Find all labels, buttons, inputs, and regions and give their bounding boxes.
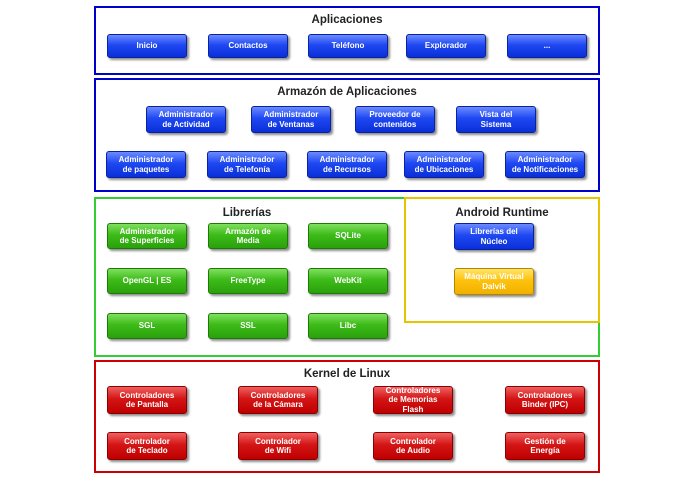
fw-proveedor-contenidos[interactable]: Proveedor de contenidos: [355, 106, 435, 133]
rt-librerias-nucleo[interactable]: Librerías del Núcleo: [454, 223, 534, 250]
kernel-controladores-camara[interactable]: Controladores de la Cámara: [238, 386, 318, 414]
app-contactos[interactable]: Contactos: [208, 34, 288, 58]
lib-armazon-media[interactable]: Armazón de Media: [208, 223, 288, 249]
fw-administrador-actividad[interactable]: Administrador de Actividad: [146, 106, 226, 133]
app-more[interactable]: ...: [507, 34, 587, 58]
layer-armazon-title: Armazón de Aplicaciones: [277, 86, 417, 98]
layer-runtime-title: Android Runtime: [455, 207, 549, 219]
lib-sqlite[interactable]: SQLite: [308, 223, 388, 249]
app-explorador[interactable]: Explorador: [406, 34, 486, 58]
fw-administrador-notificaciones[interactable]: Administrador de Notificaciones: [505, 151, 585, 178]
lib-opengl-es[interactable]: OpenGL | ES: [107, 268, 187, 294]
layer-aplicaciones-title: Aplicaciones: [311, 14, 383, 26]
kernel-controlador-teclado[interactable]: Controlador de Teclado: [107, 432, 187, 460]
lib-freetype[interactable]: FreeType: [208, 268, 288, 294]
lib-ssl[interactable]: SSL: [208, 313, 288, 339]
layer-librerias-title: Librerías: [222, 207, 272, 219]
fw-administrador-paquetes[interactable]: Administrador de paquetes: [106, 151, 186, 178]
lib-administrador-superficies[interactable]: Administrador de Superficies: [107, 223, 187, 249]
fw-administrador-recursos[interactable]: Administrador de Recursos: [307, 151, 387, 178]
kernel-controladores-binder[interactable]: Controladores Binder (IPC): [505, 386, 585, 414]
fw-administrador-ventanas[interactable]: Administrador de Ventanas: [251, 106, 331, 133]
fw-administrador-telefonia[interactable]: Administrador de Telefonía: [207, 151, 287, 178]
fw-administrador-ubicaciones[interactable]: Administrador de Ubicaciones: [404, 151, 484, 178]
kernel-controladores-pantalla[interactable]: Controladores de Pantalla: [107, 386, 187, 414]
kernel-gestion-energia[interactable]: Gestión de Energía: [505, 432, 585, 460]
lib-webkit[interactable]: WebKit: [308, 268, 388, 294]
app-telefono[interactable]: Teléfono: [308, 34, 388, 58]
lib-libc[interactable]: Libc: [308, 313, 388, 339]
rt-maquina-virtual-dalvik[interactable]: Máquina Virtual Dalvik: [454, 268, 534, 295]
kernel-controladores-memorias-flash[interactable]: Controladores de Memorias Flash: [373, 386, 453, 414]
layer-runtime: Android Runtime: [404, 197, 600, 323]
fw-vista-sistema[interactable]: Vista del Sistema: [456, 106, 536, 133]
kernel-controlador-audio[interactable]: Controlador de Audio: [373, 432, 453, 460]
lib-sgl[interactable]: SGL: [107, 313, 187, 339]
layer-kernel-title: Kernel de Linux: [303, 368, 391, 380]
app-inicio[interactable]: Inicio: [107, 34, 187, 58]
kernel-controlador-wifi[interactable]: Controlador de Wifi: [238, 432, 318, 460]
